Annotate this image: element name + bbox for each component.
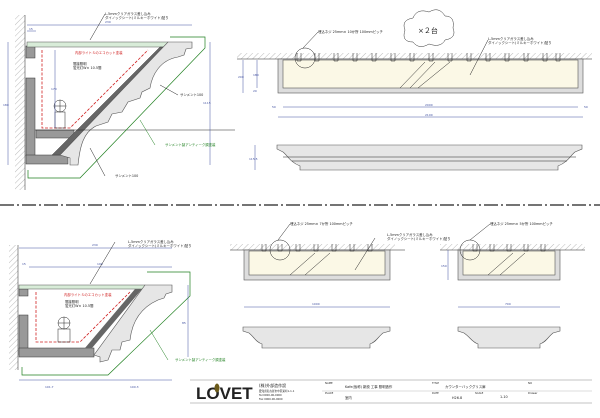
svg-text:Kafe(仮称) 新設 工事 照明造作: Kafe(仮称) 新設 工事 照明造作 [345,384,393,389]
svg-text:NAME: NAME [325,381,333,385]
quantity-cloud [403,9,455,47]
glass-panel [282,59,579,89]
svg-text:ダイノックシート(ミルキーホワイト)貼り: ダイノックシート(ミルキーホワイト)貼り [387,236,451,241]
svg-text:(株)外部造作設: (株)外部造作設 [259,382,286,388]
svg-text:150: 150 [441,264,447,268]
svg-text:内部ライトＳのエコカット塗装: 内部ライトＳのエコカット塗装 [75,50,123,55]
svg-text:700: 700 [505,302,511,306]
front-view-bottom-left: 埋込ネジ 25mm× 7か所 100mmピッチ L-5mmクリアガラス差し込み … [230,221,451,349]
svg-text:ダイノックシート(ミルキーホワイト)貼り: ダイノックシート(ミルキーホワイト)貼り [105,15,169,20]
svg-text:埋込ネジ 25mm× 5か所 100mmピッチ: 埋込ネジ 25mm× 5か所 100mmピッチ [490,221,553,226]
svg-text:180: 180 [3,103,9,107]
svg-text:Tel 0000-00-0000: Tel 0000-00-0000 [259,393,282,397]
svg-text:85: 85 [182,321,186,325]
svg-text:H26.8: H26.8 [452,396,462,400]
svg-text:200: 200 [238,75,244,79]
svg-text:内部ライトＳのエコカット塗装: 内部ライトＳのエコカット塗装 [64,292,112,297]
section-view-bottom: 230 190 15 85 101.7 100.3 L-5mmクリアガラス差し込… [9,239,226,389]
svg-text:間接照明: 間接照明 [73,61,87,66]
svg-text:Fax 0000-00-0000: Fax 0000-00-0000 [259,397,283,401]
svg-text:間接照明: 間接照明 [65,299,79,304]
svg-text:2000: 2000 [425,103,433,107]
svg-text:サンメント製アンティーク調塗装: サンメント製アンティーク調塗装 [175,357,226,362]
section-view-top: 230 15 180 170 1115 L-5mmクリアガラス差し込み ダイノッ… [3,11,235,190]
svg-text:カウンターバックグリス扉: カウンターバックグリス扉 [445,384,486,389]
moulding-profile [59,41,193,166]
svg-text:2100: 2100 [425,113,433,117]
svg-text:100.3: 100.3 [130,385,139,389]
svg-text:50: 50 [584,105,588,109]
svg-text:180: 180 [253,73,259,77]
svg-text:サンメント製アンティーク調塗装: サンメント製アンティーク調塗装 [165,142,216,147]
svg-text:L-5mmクリアガラス差し込み: L-5mmクリアガラス差し込み [488,36,534,41]
svg-text:190: 190 [97,262,103,266]
svg-text:170: 170 [51,87,57,91]
svg-text:Drawer: Drawer [528,391,538,395]
svg-text:埋込ネジ 25mm× 7か所 100mmピッチ: 埋込ネジ 25mm× 7か所 100mmピッチ [290,221,353,226]
svg-text:室内: 室内 [345,395,352,400]
svg-text:1-10: 1-10 [500,395,508,399]
svg-text:PLACE: PLACE [325,391,334,395]
svg-text:L-5mmクリアガラス差し込み: L-5mmクリアガラス差し込み [128,239,174,244]
svg-text:TITLE: TITLE [432,381,439,385]
svg-text:L-5mmクリアガラス差し込み: L-5mmクリアガラス差し込み [387,232,433,237]
svg-text:SCALE: SCALE [475,391,484,395]
svg-text:ダイノックシート(ミルキーホワイト)貼り: ダイノックシート(ミルキーホワイト)貼り [488,40,552,45]
svg-text:サンメント100: サンメント100 [180,92,203,97]
svg-text:230: 230 [92,243,98,247]
svg-text:1000: 1000 [312,302,320,306]
wall-hatch [15,15,25,190]
svg-text:50: 50 [272,105,276,109]
glass-panel [26,41,169,48]
svg-text:115.5: 115.5 [249,157,258,161]
svg-text:1115: 1115 [203,101,211,105]
svg-text:埋込ネジ 25mm× 10か所 100mmピッチ: 埋込ネジ 25mm× 10か所 100mmピッチ [318,29,384,34]
svg-text:15: 15 [29,27,33,31]
svg-text:蛍光灯W× 10.5間: 蛍光灯W× 10.5間 [73,65,102,70]
svg-text:NO: NO [528,381,532,385]
svg-text:蛍光灯W× 10.5間: 蛍光灯W× 10.5間 [65,303,94,308]
svg-text:愛知県名古屋市中区栄町1-1-1: 愛知県名古屋市中区栄町1-1-1 [259,389,295,393]
svg-text:230: 230 [105,20,111,24]
svg-text:101.7: 101.7 [45,385,54,389]
svg-text:×２台: ×２台 [418,26,438,35]
svg-text:DATE: DATE [432,391,439,395]
company-logo: LOVET [196,384,253,403]
front-view-bottom-right: 埋込ネジ 25mm× 5か所 100mmピッチ 150 700 [440,221,585,349]
svg-text:L-5mmクリアガラス差し込み: L-5mmクリアガラス差し込み [105,11,151,16]
svg-text:サンメント100: サンメント100 [115,173,138,178]
logo-leaf-icon [214,383,220,393]
svg-text:ダイノックシート(ミルキーホワイト)貼り: ダイノックシート(ミルキーホワイト)貼り [128,243,192,248]
title-block: LOVET (株)外部造作設 愛知県名古屋市中区栄町1-1-1 Tel 0000… [190,379,592,404]
front-view-top: 埋込ネジ 25mm× 10か所 100mmピッチ ×２台 L-5mmクリアガラス… [237,9,592,171]
moulding-elevation [276,144,583,171]
svg-text:15: 15 [22,262,26,266]
svg-text:20: 20 [253,89,257,93]
